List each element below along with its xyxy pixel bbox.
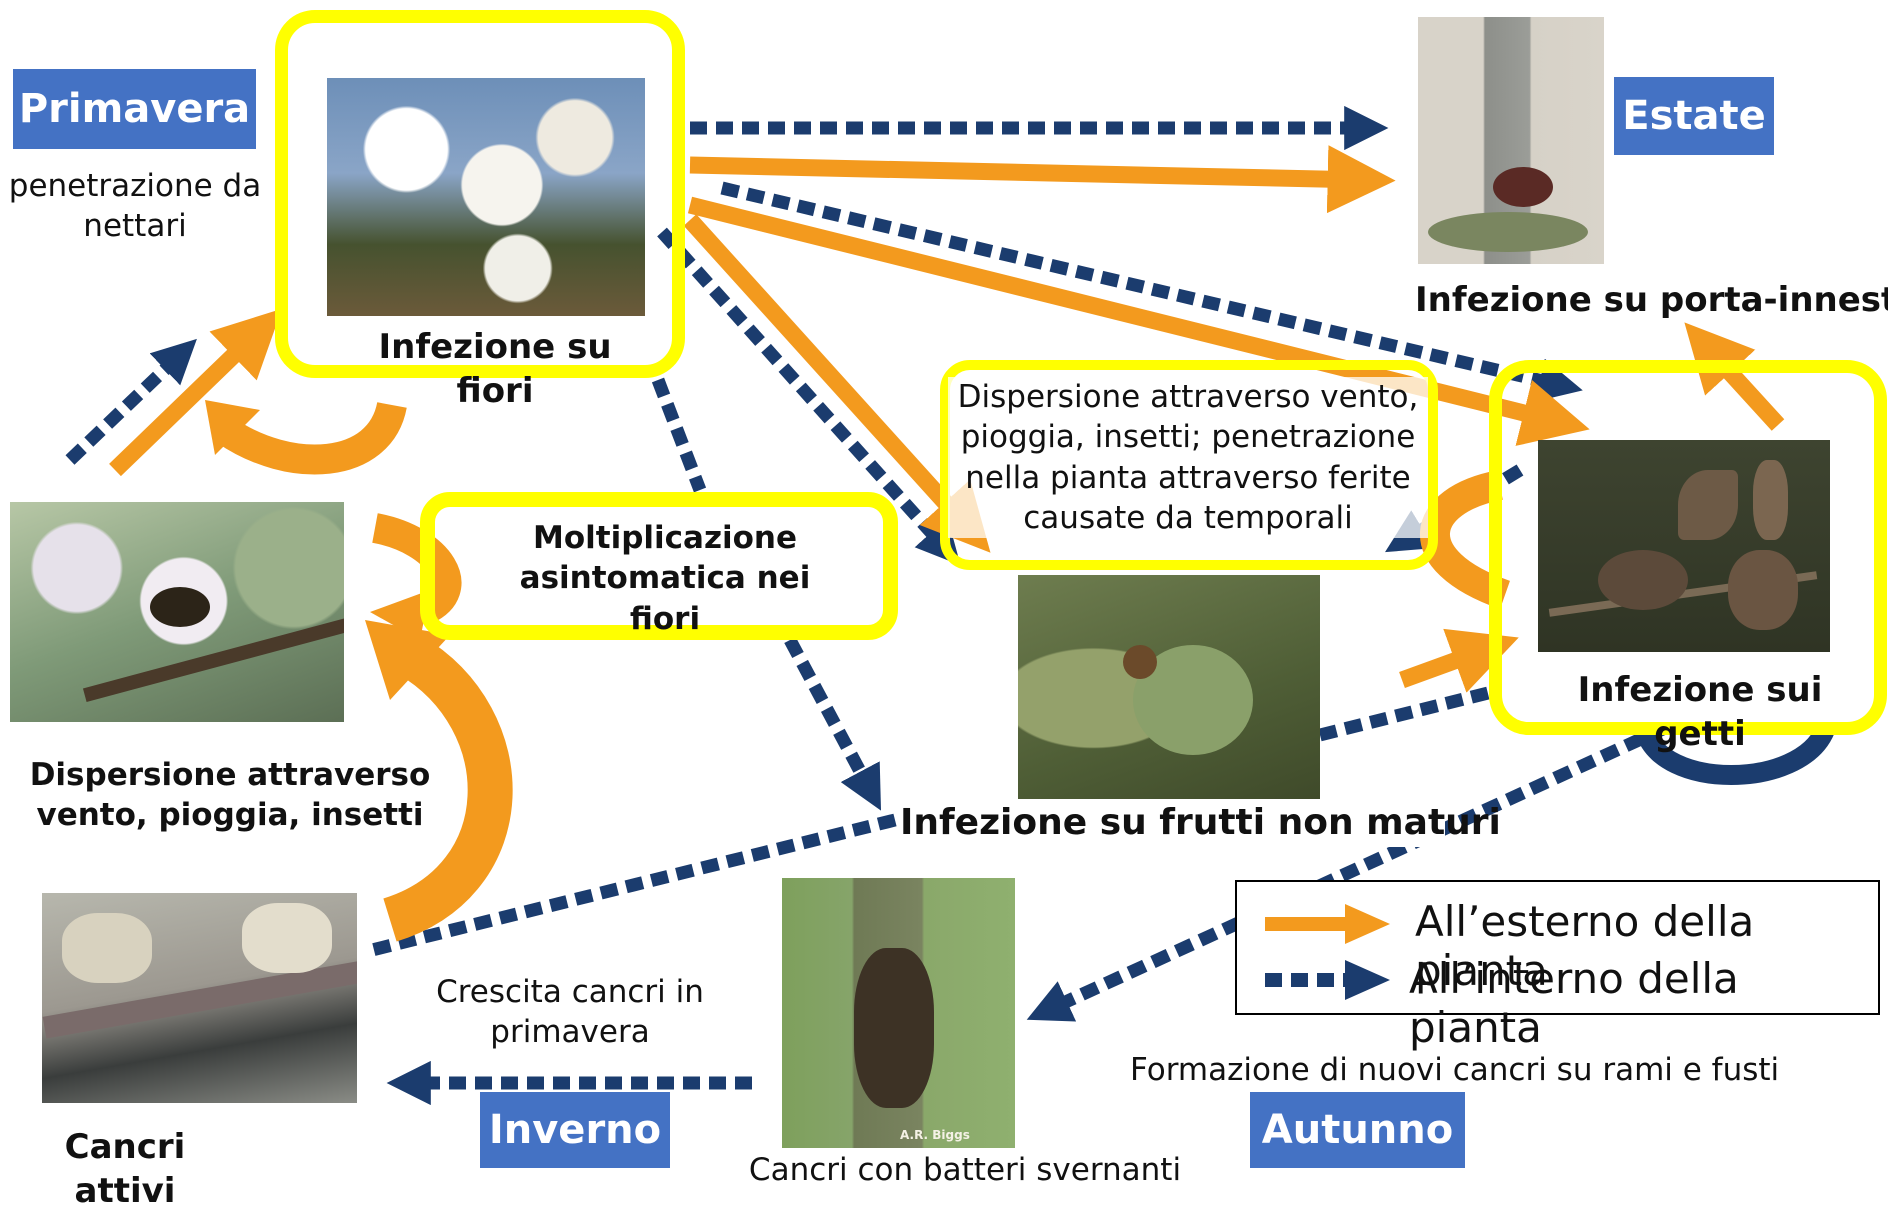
- highlight-storm: [940, 360, 1438, 570]
- unripe-fruit-label: Infezione su frutti non maturi: [900, 800, 1501, 847]
- curve-cankers-up: [382, 635, 513, 942]
- canker-growth-label: Crescita cancri in primavera: [436, 974, 704, 1051]
- infected-fruit-photo: [1018, 575, 1320, 799]
- arrow-ext-flowers-to-storm: [683, 214, 991, 553]
- flowers-label: Infezione su fiori: [378, 327, 612, 412]
- arrow-ext-flowers-to-rootstock: [689, 145, 1396, 214]
- rootstock-label: Infezione su porta-innesto: [1415, 280, 1888, 320]
- rootstock-canker-photo: [1418, 17, 1604, 264]
- curve-asymptomatic-head: [370, 590, 430, 640]
- arrow-int-bee-to-flowers: [65, 338, 197, 465]
- arrow-ext-shoots-to-rootstock: [1684, 322, 1785, 431]
- arrow-ext-bee-to-flowers: [109, 308, 283, 477]
- arrow-layer: [65, 105, 1835, 1106]
- legend-external-label: All’esterno della pianta: [1415, 897, 1755, 995]
- curve-shoots-blue-loop: [1635, 725, 1835, 785]
- arrow-int-flowers-to-shoots: [720, 181, 1583, 402]
- bee-on-blossom-photo: [10, 502, 344, 722]
- curve-flowers-loop: [216, 401, 407, 475]
- photo-credit: A.R. Biggs: [900, 1128, 970, 1142]
- dispersal-label: Dispersione attraverso vento, pioggia, i…: [29, 757, 431, 834]
- season-spring: Primavera: [13, 69, 256, 149]
- arrow-int-flowers-down: [651, 377, 707, 493]
- active-canker-photo: [42, 893, 357, 1103]
- season-summer: Estate: [1614, 77, 1774, 155]
- legend-internal-swatch: [1265, 960, 1390, 1000]
- asymptomatic-label: Moltiplicazione asintomatica nei fiori: [519, 520, 811, 637]
- new-cankers-label: Formazione di nuovi cancri su rami e fus…: [1130, 1052, 1780, 1088]
- shoots-label: Infezione sui getti: [1577, 670, 1823, 755]
- arrow-int-fruit-to-cankers: [370, 813, 897, 957]
- pear-blossom-photo: [327, 78, 645, 316]
- overwintering-canker-photo: A.R. Biggs: [782, 878, 1015, 1148]
- spring-note: penetrazione da nettari: [8, 168, 262, 245]
- overwintering-label: Cancri con batteri svernanti: [748, 1152, 1182, 1188]
- highlight-flowers: [275, 10, 685, 378]
- arrow-int-flowers-to-storm: [657, 227, 961, 566]
- active-cankers-label: Cancri attivi: [64, 1127, 186, 1212]
- curve-asymptomatic-loop: [371, 513, 462, 624]
- legend-external-swatch: [1265, 904, 1390, 944]
- arrow-int-fruit-to-shoots: [1318, 683, 1502, 742]
- legend: All’esterno della pianta All’interno del…: [1235, 880, 1880, 1052]
- curve-cankers-up-head: [365, 620, 450, 700]
- curve-flowers-loop-head: [205, 400, 260, 455]
- season-autumn: Autunno: [1250, 1092, 1465, 1168]
- highlight-asymptomatic: [420, 492, 898, 640]
- storm-dispersal-label: Dispersione attraverso vento, pioggia, i…: [948, 377, 1428, 539]
- season-winter: Inverno: [480, 1092, 670, 1168]
- arrow-int-asymptomatic-to-fruit: [784, 636, 882, 811]
- highlight-shoots: [1489, 360, 1887, 735]
- legend-internal-label: All’interno della pianta: [1409, 954, 1739, 1052]
- arrow-ext-fruit-to-shoots: [1399, 628, 1519, 693]
- arrow-int-shoots-to-overwinter: [1026, 722, 1668, 1022]
- blighted-shoot-photo: [1538, 440, 1830, 652]
